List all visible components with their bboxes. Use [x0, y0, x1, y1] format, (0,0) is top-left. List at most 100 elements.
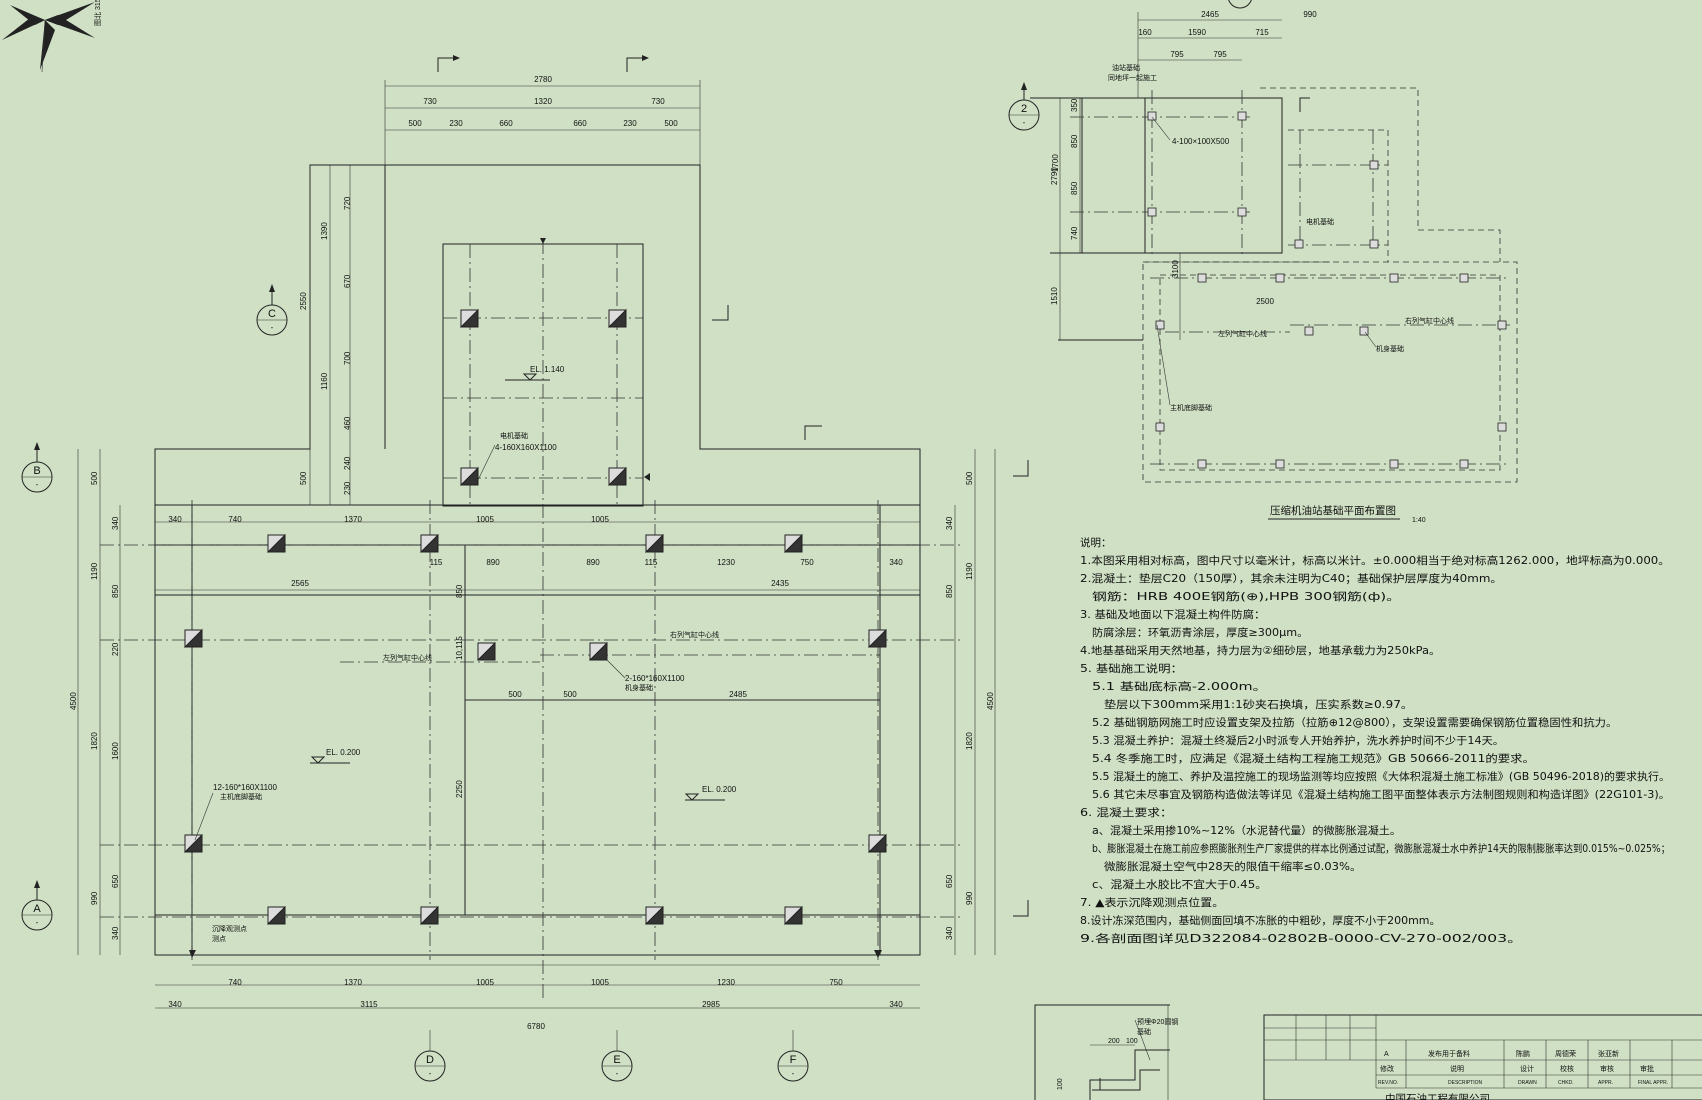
anchor-bolt-icons — [183, 308, 887, 925]
svg-text:右列气缸中心线: 右列气缸中心线 — [670, 630, 719, 639]
svg-text:1005: 1005 — [591, 978, 609, 987]
note-line: 5.1 基础底标高-2.000m。 — [1092, 680, 1267, 693]
main-plan-annotations: EL. 1.140 EL. 0.200 EL. 0.200 电机基础 4-160… — [194, 365, 737, 943]
note-line: 5.4 冬季施工时，应满足《混凝土结构工程施工规范》GB 50666-2011的… — [1092, 752, 1535, 765]
svg-text:500: 500 — [508, 690, 522, 699]
title-block-header-en: FINAL APPR. — [1638, 1080, 1668, 1086]
note-line: 6. 混凝土要求： — [1080, 806, 1173, 819]
svg-text:陈鹏: 陈鹏 — [1516, 1049, 1530, 1058]
svg-text:2: 2 — [1021, 103, 1027, 115]
svg-text:1005: 1005 — [476, 978, 494, 987]
svg-text:2435: 2435 — [771, 579, 789, 588]
svg-text:-: - — [792, 1069, 795, 1078]
svg-text:2485: 2485 — [729, 690, 747, 699]
section-marker-e: E- — [601, 1030, 633, 1082]
note-line: 2.混凝土：垫层C20（150厚），其余未注明为C40；基础保护层厚度为40mm… — [1080, 572, 1502, 585]
svg-text:750: 750 — [800, 558, 814, 567]
svg-text:650: 650 — [945, 874, 954, 888]
svg-text:2985: 2985 — [702, 1000, 720, 1009]
svg-text:730: 730 — [423, 97, 437, 106]
svg-text:750: 750 — [829, 978, 843, 987]
note-line: 5.6 其它未尽事宜及钢筋构造做法等详见《混凝土结构施工图平面整体表示方法制图规… — [1092, 788, 1670, 801]
north-arrow-icon: 图北 315° — [2, 0, 102, 73]
oil-plan-title: 压缩机油站基础平面布置图 — [1270, 504, 1396, 517]
svg-text:4-100×100X500: 4-100×100X500 — [1172, 137, 1230, 146]
section-marker-d: D- — [414, 1030, 446, 1082]
svg-text:1600: 1600 — [111, 742, 120, 760]
svg-text:左列气缸中心线: 左列气缸中心线 — [383, 653, 432, 662]
svg-text:测点: 测点 — [212, 935, 226, 943]
svg-text:1005: 1005 — [476, 515, 494, 524]
svg-text:1820: 1820 — [965, 732, 974, 750]
svg-text:B: B — [33, 465, 40, 477]
note-line: 5.3 混凝土养护：混凝土终凝后2小时派专人开始养护，洗水养护时间不少于14天。 — [1092, 734, 1504, 747]
svg-text:1230: 1230 — [717, 978, 735, 987]
svg-text:A: A — [33, 903, 41, 915]
svg-text:主机底脚基础: 主机底脚基础 — [1170, 403, 1212, 412]
svg-text:1370: 1370 — [344, 978, 362, 987]
note-line: 微膨胀混凝土空气中28天的限值干缩率≤0.03%。 — [1104, 860, 1362, 873]
svg-text:500: 500 — [90, 471, 99, 485]
svg-text:990: 990 — [965, 891, 974, 905]
title-block: A 发布用于备料 陈鹏 周德荣 张亚新 修改说明设计校核审核审批REV.NO.D… — [1263, 1014, 1702, 1100]
svg-text:4-160X160X1100: 4-160X160X1100 — [495, 443, 557, 452]
elevation-label: EL. 1.140 — [530, 365, 565, 374]
svg-text:左列气缸中心线: 左列气缸中心线 — [1218, 329, 1267, 338]
note-line: a、混凝土采用掺10%~12%（水泥替代量）的微膨胀混凝土。 — [1092, 824, 1401, 837]
svg-text:6780: 6780 — [527, 1022, 545, 1031]
note-line: 7. ▲表示沉降观测点位置。 — [1080, 896, 1224, 909]
svg-text:700: 700 — [343, 351, 352, 365]
svg-text:890: 890 — [486, 558, 500, 567]
svg-text:1005: 1005 — [591, 515, 609, 524]
svg-text:油站基础: 油站基础 — [1112, 63, 1140, 72]
title-block-header-en: APPR. — [1598, 1080, 1613, 1086]
svg-text:230: 230 — [449, 119, 463, 128]
svg-text:同地坪一起施工: 同地坪一起施工 — [1108, 73, 1157, 82]
svg-text:2465: 2465 — [1201, 10, 1219, 19]
svg-text:115: 115 — [645, 558, 658, 567]
note-line: 5.2 基础钢筋网施工时应设置支架及拉筋（拉筋⊕12@800），支架设置需要确保… — [1092, 716, 1617, 729]
svg-text:340: 340 — [945, 516, 954, 530]
svg-text:C: C — [268, 308, 276, 320]
svg-text:1700: 1700 — [1051, 154, 1060, 172]
svg-text:740: 740 — [228, 978, 242, 987]
svg-text:660: 660 — [499, 119, 513, 128]
svg-text:1190: 1190 — [90, 562, 99, 580]
title-block-header: 审核 — [1600, 1064, 1614, 1073]
svg-text:4500: 4500 — [986, 692, 995, 710]
title-block-header-en: REV.NO. — [1378, 1080, 1398, 1086]
svg-text:周德荣: 周德荣 — [1555, 1049, 1576, 1058]
svg-text:2500: 2500 — [1256, 297, 1274, 306]
section-marker-2: 2- — [1008, 82, 1040, 131]
svg-text:230: 230 — [623, 119, 637, 128]
svg-text:4500: 4500 — [69, 692, 78, 710]
svg-text:-: - — [429, 1069, 432, 1078]
svg-text:12-160*160X1100: 12-160*160X1100 — [213, 783, 277, 792]
svg-text:1820: 1820 — [90, 732, 99, 750]
main-plan-dimensions: 2780 730 1320 730 500 230 660 660 230 50… — [69, 75, 995, 1031]
title-block-header: 审批 — [1640, 1064, 1654, 1073]
note-line: 8.设计冻深范围内，基础侧面回填不冻胀的中粗砂，厚度不小于200mm。 — [1080, 914, 1441, 927]
note-line: 4.地基基础采用天然地基，持力层为②细砂层，地基承载力为250kPa。 — [1080, 644, 1441, 657]
note-line: c、混凝土水胶比不宜大于0.45。 — [1092, 878, 1267, 891]
note-line: 钢筋：HRB 400E钢筋(⊕),HPB 300钢筋(ф)。 — [1092, 590, 1401, 603]
svg-text:1230: 1230 — [717, 558, 735, 567]
svg-text:160: 160 — [1138, 28, 1152, 37]
section-markers: C- B- A- D- E- F- — [21, 284, 809, 1082]
svg-text:340: 340 — [889, 558, 903, 567]
svg-text:715: 715 — [1255, 28, 1269, 37]
compass-label: 图北 315° — [94, 0, 102, 26]
svg-text:460: 460 — [343, 416, 352, 430]
svg-text:1320: 1320 — [534, 97, 552, 106]
svg-text:200: 200 — [1108, 1038, 1120, 1045]
svg-text:3115: 3115 — [360, 1000, 378, 1009]
svg-text:-: - — [1023, 118, 1026, 127]
svg-text:340: 340 — [168, 515, 182, 524]
title-block-header: 设计 — [1520, 1064, 1534, 1073]
section-marker-b: B- — [21, 442, 53, 493]
svg-text:795: 795 — [1170, 50, 1184, 59]
svg-text:预埋Φ20圆钢: 预埋Φ20圆钢 — [1137, 1017, 1178, 1026]
svg-text:740: 740 — [228, 515, 242, 524]
svg-text:850: 850 — [1070, 181, 1079, 195]
